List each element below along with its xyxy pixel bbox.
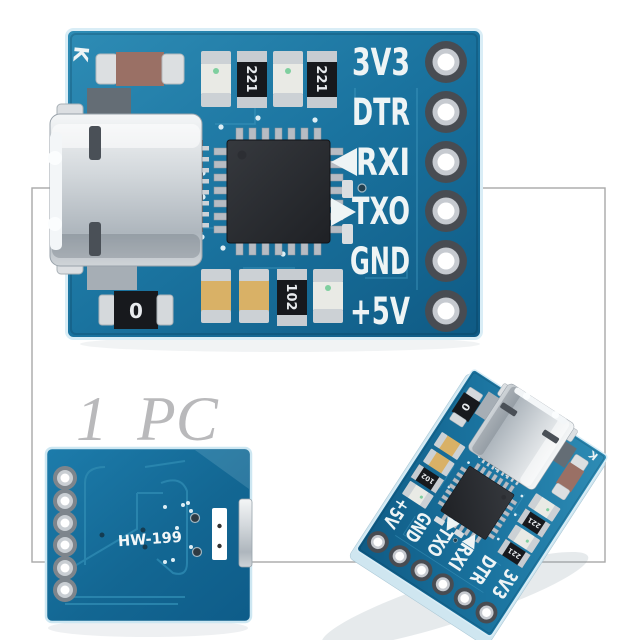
pin-hole <box>53 556 77 580</box>
bottom-board-shadow <box>48 619 248 637</box>
quantity-watermark: 1 PC <box>76 384 219 454</box>
pin-hole <box>53 533 77 557</box>
pin-hole <box>53 466 77 490</box>
angled-board-photo <box>355 359 615 639</box>
main-board-photo <box>46 28 483 340</box>
pin-hole <box>53 511 77 535</box>
pin-hole <box>53 489 77 513</box>
bottom-pin-holes <box>53 466 77 602</box>
main-board-shadow <box>80 336 480 352</box>
bottom-vias <box>163 501 193 564</box>
bottom-pcb-sheen <box>195 450 249 489</box>
usb-side-sliver <box>238 498 253 568</box>
pin-hole <box>53 578 77 602</box>
bottom-dark-vias <box>99 512 203 558</box>
usb-pad-outline <box>212 508 227 560</box>
board-model-label: HW-199 <box>117 528 182 550</box>
bottom-board-photo: HW-199 <box>44 446 253 624</box>
bottom-traces <box>65 460 188 605</box>
